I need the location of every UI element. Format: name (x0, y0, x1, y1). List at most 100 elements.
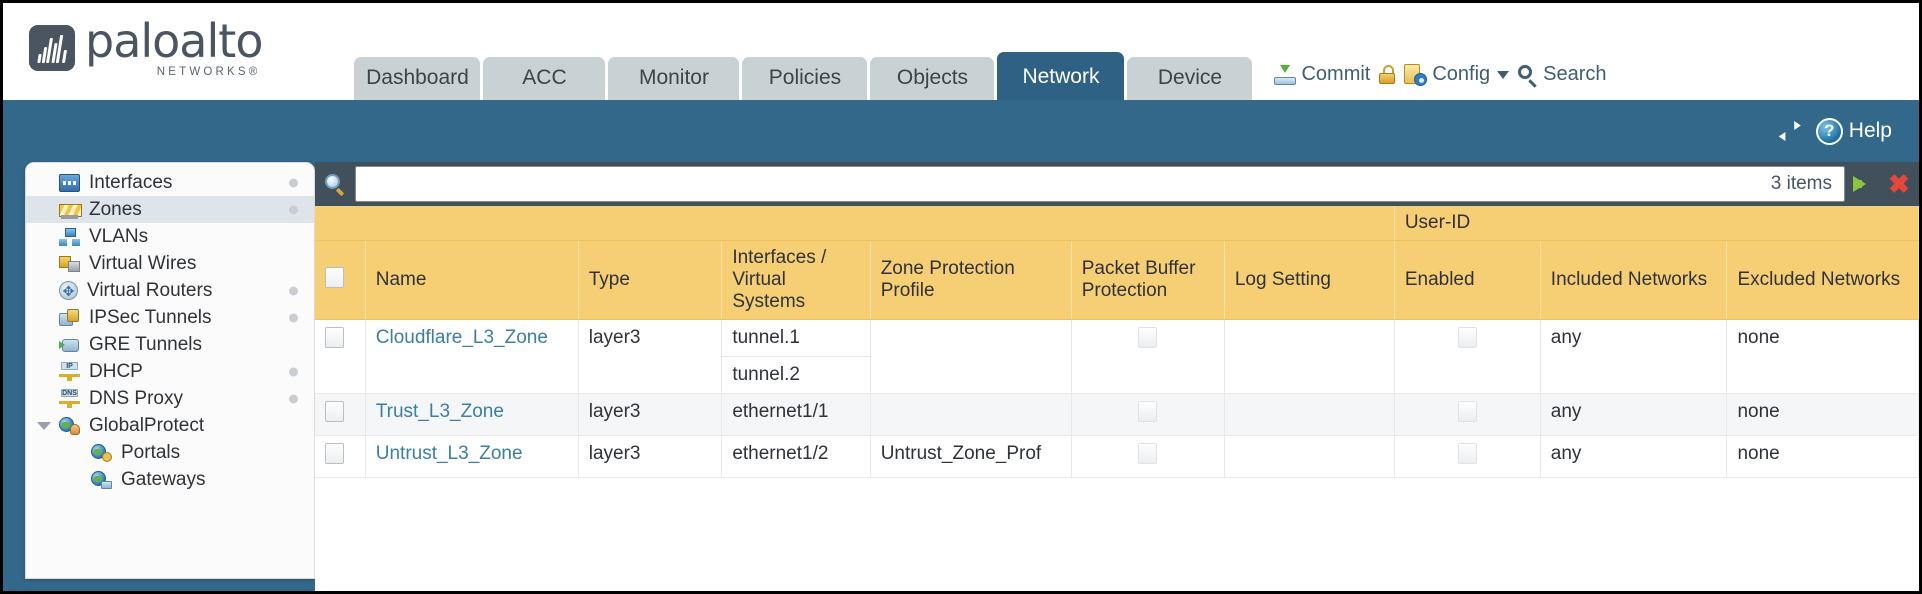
column-header-type[interactable]: Type (578, 240, 723, 320)
cell-name: Trust_L3_Zone (365, 393, 579, 436)
cell-userid-enabled (1394, 393, 1541, 436)
sidebar-item-vlans[interactable]: VLANs (26, 223, 314, 250)
interface-entry: ethernet1/1 (732, 401, 829, 422)
userid-enabled-checkbox[interactable] (1457, 443, 1477, 464)
tab-acc[interactable]: ACC (483, 57, 606, 100)
help-button[interactable]: ? Help (1815, 117, 1892, 145)
cell-included-networks: any (1540, 393, 1728, 436)
clear-filter-button[interactable]: ✖ (1888, 169, 1910, 199)
top-bar: paloalto NETWORKS® Dashboard ACC Monitor… (3, 3, 1919, 100)
zone-name-link[interactable]: Trust_L3_Zone (375, 401, 504, 422)
sidebar-item-dhcp[interactable]: IP DHCP (26, 358, 314, 385)
tab-monitor[interactable]: Monitor (608, 57, 740, 100)
sidebar-item-zones[interactable]: Zones (26, 196, 314, 223)
sidebar-item-globalprotect[interactable]: GlobalProtect (26, 412, 314, 439)
table-row[interactable]: Trust_L3_Zone layer3 ethernet1/1 (315, 393, 1919, 436)
cell-name: Cloudflare_L3_Zone (365, 319, 579, 394)
cell-log-setting (1224, 435, 1395, 478)
item-count-label: 3 items (1770, 173, 1832, 194)
tab-device[interactable]: Device (1127, 57, 1253, 100)
search-icon (1518, 64, 1538, 88)
column-header-included-networks[interactable]: Included Networks (1540, 240, 1728, 320)
sidebar-item-label: Gateways (121, 468, 206, 490)
column-header-name[interactable]: Name (365, 240, 579, 320)
cell-interfaces: ethernet1/1 (721, 393, 871, 436)
cell-packet-buffer-protection (1071, 435, 1225, 478)
dhcp-icon: IP (59, 362, 80, 381)
apply-filter-button[interactable] (1851, 170, 1879, 198)
main-tab-bar: Dashboard ACC Monitor Policies Objects N… (354, 52, 1253, 100)
cell-type: layer3 (578, 435, 723, 478)
cell-zone-protection-profile (870, 393, 1072, 436)
brand-tagline: NETWORKS® (156, 65, 261, 78)
brand-logo: paloalto NETWORKS® (3, 18, 263, 101)
packet-buffer-protection-checkbox[interactable] (1138, 401, 1158, 422)
status-dot (289, 205, 298, 214)
config-icon (1404, 64, 1428, 86)
sidebar-item-label: Interfaces (89, 171, 173, 193)
column-header-zone-protection-profile[interactable]: Zone Protection Profile (870, 240, 1072, 320)
config-menu-button[interactable]: Config (1404, 63, 1510, 86)
cell-type: layer3 (578, 319, 723, 394)
row-checkbox[interactable] (325, 401, 344, 422)
sidebar-item-label: Zones (89, 198, 142, 220)
sidebar-item-dns-proxy[interactable]: DNS DNS Proxy (26, 385, 314, 412)
group-header-spacer (315, 206, 1395, 241)
sidebar-item-gateways[interactable]: Gateways (26, 466, 314, 493)
sidebar-navigation: Interfaces Zones VLANs Virtual Wires Vir… (25, 162, 315, 579)
userid-enabled-checkbox[interactable] (1457, 327, 1477, 348)
expander-triangle-icon[interactable] (37, 421, 51, 430)
sidebar-item-label: GRE Tunnels (89, 333, 202, 355)
zones-icon (59, 201, 82, 219)
cell-included-networks: any (1540, 435, 1728, 478)
packet-buffer-protection-checkbox[interactable] (1138, 327, 1158, 348)
select-all-checkbox[interactable] (325, 266, 344, 288)
cell-zone-protection-profile (870, 319, 1072, 394)
virtual-wires-icon (59, 255, 80, 273)
sidebar-item-label: Portals (121, 441, 181, 463)
sidebar-item-ipsec-tunnels[interactable]: IPSec Tunnels (26, 304, 314, 331)
cell-log-setting (1224, 319, 1395, 394)
commit-icon (1274, 64, 1297, 85)
zone-name-link[interactable]: Cloudflare_L3_Zone (375, 327, 548, 348)
tab-dashboard[interactable]: Dashboard (354, 57, 481, 100)
sidebar-item-label: VLANs (89, 225, 149, 247)
column-header-interfaces[interactable]: Interfaces / Virtual Systems (721, 240, 871, 320)
sidebar-item-virtual-wires[interactable]: Virtual Wires (26, 250, 314, 277)
commit-button[interactable]: Commit (1274, 63, 1370, 86)
table-header-row: Name Type Interfaces / Virtual Systems Z… (315, 240, 1919, 320)
packet-buffer-protection-checkbox[interactable] (1138, 443, 1158, 464)
column-header-packet-buffer-protection[interactable]: Packet Buffer Protection (1071, 240, 1225, 320)
cell-log-setting (1224, 393, 1395, 436)
userid-enabled-checkbox[interactable] (1457, 401, 1477, 422)
sidebar-item-gre-tunnels[interactable]: GRE Tunnels (26, 331, 314, 358)
refresh-icon[interactable] (1778, 120, 1803, 142)
table-row[interactable]: Untrust_L3_Zone layer3 ethernet1/2 Untru… (315, 435, 1919, 478)
search-button[interactable]: Search (1518, 63, 1607, 88)
cell-zone-protection-profile: Untrust_Zone_Prof (870, 435, 1072, 478)
lock-icon[interactable] (1379, 65, 1396, 84)
row-checkbox[interactable] (325, 443, 344, 464)
sidebar-item-portals[interactable]: Portals (26, 439, 314, 466)
row-checkbox[interactable] (325, 327, 344, 348)
sidebar-item-virtual-routers[interactable]: Virtual Routers (26, 277, 314, 304)
zone-name-link[interactable]: Untrust_L3_Zone (375, 443, 523, 464)
column-header-log-setting[interactable]: Log Setting (1224, 240, 1395, 320)
tab-objects[interactable]: Objects (870, 57, 995, 100)
sidebar-item-interfaces[interactable]: Interfaces (26, 169, 314, 196)
vlans-icon (59, 227, 80, 246)
table-row[interactable]: Cloudflare_L3_Zone layer3 tunnel.1 tunne… (315, 319, 1919, 394)
cell-userid-enabled (1394, 319, 1541, 394)
column-header-excluded-networks[interactable]: Excluded Networks (1726, 240, 1919, 320)
tab-policies[interactable]: Policies (742, 57, 868, 100)
ipsec-tunnels-icon (59, 308, 80, 327)
table-group-header-row: User-ID (315, 206, 1920, 241)
tab-network[interactable]: Network (997, 52, 1125, 100)
column-header-enabled[interactable]: Enabled (1394, 240, 1541, 320)
select-all-header (315, 240, 366, 320)
status-dot (289, 367, 298, 376)
sidebar-item-label: GlobalProtect (89, 414, 205, 436)
search-input[interactable]: 3 items (355, 166, 1845, 202)
virtual-routers-icon (59, 281, 78, 300)
